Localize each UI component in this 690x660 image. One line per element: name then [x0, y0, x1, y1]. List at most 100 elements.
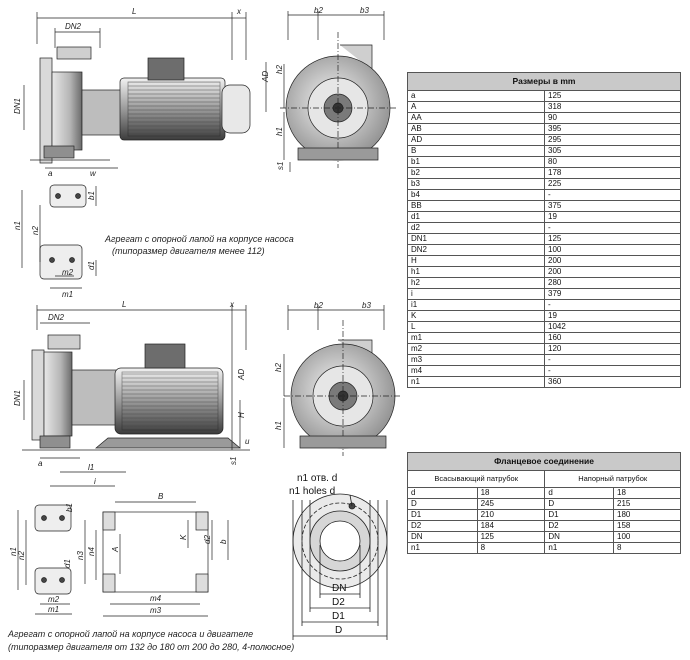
dimensions-title: Размеры в mm — [407, 72, 681, 91]
flange-value: 215 — [613, 498, 681, 510]
label-i: i — [94, 477, 96, 486]
flange-key: D1 — [407, 509, 478, 521]
discharge-header: Напорный патрубок — [544, 470, 681, 488]
label-A: A — [111, 547, 120, 553]
dim-key: AD — [407, 134, 545, 146]
dim-value: 100 — [544, 244, 681, 256]
dim-value: 125 — [544, 90, 681, 102]
dim-value: 379 — [544, 288, 681, 300]
dim-value: - — [544, 299, 681, 311]
flange-key: n1 — [544, 542, 615, 554]
dim-key: b2 — [407, 167, 545, 179]
flange-value: 180 — [613, 509, 681, 521]
table-row: b4- — [407, 189, 681, 201]
dim-value: 1042 — [544, 321, 681, 333]
label-b2: b2 — [314, 6, 323, 15]
flange-title: Фланцевое соединение — [407, 452, 681, 471]
dim-value: - — [544, 222, 681, 234]
label-n3: n3 — [76, 551, 85, 560]
flange-value: 100 — [613, 531, 681, 543]
caption-2-line1: Агрегат с опорной лапой на корпусе насос… — [7, 629, 253, 639]
dim-key: a — [407, 90, 545, 102]
dim-key: AB — [407, 123, 545, 135]
label-h2: h2 — [275, 65, 284, 74]
flange-holes-en: n1 holes d — [289, 486, 335, 497]
label-DN1-2: DN1 — [13, 390, 22, 406]
label-AD: AD — [261, 71, 270, 83]
label-B: B — [158, 492, 164, 501]
label-l1: l1 — [88, 463, 94, 472]
label-s1: s1 — [276, 162, 285, 170]
foot-plan-top — [21, 184, 97, 289]
flange-key: d — [544, 487, 615, 499]
dim-key: AA — [407, 112, 545, 124]
flange-key: D2 — [407, 520, 478, 532]
dim-value: 280 — [544, 277, 681, 289]
dim-key: DN2 — [407, 244, 545, 256]
label-b1: b1 — [87, 191, 96, 200]
flange-key: D1 — [544, 509, 615, 521]
dim-key: d1 — [407, 211, 545, 223]
label-n2-2: n2 — [17, 551, 26, 560]
table-row: m4- — [407, 365, 681, 377]
flange-value: 210 — [476, 509, 546, 521]
dim-value: 395 — [544, 123, 681, 135]
dim-key: B — [407, 145, 545, 157]
side-view-top — [23, 12, 267, 169]
table-row: i1- — [407, 299, 681, 311]
flange-drawing — [292, 493, 388, 640]
label-u: u — [245, 437, 250, 446]
table-row: d2- — [407, 222, 681, 234]
dim-key: i — [407, 288, 545, 300]
label-m2-2: m2 — [48, 595, 60, 604]
label-L-2: L — [122, 300, 126, 309]
flange-label-D2: D2 — [332, 597, 345, 608]
label-x-2: x — [229, 300, 235, 309]
flange-value: 18 — [613, 487, 681, 499]
label-H: H — [237, 412, 246, 418]
label-n4: n4 — [87, 547, 96, 556]
flange-label-D: D — [335, 625, 342, 636]
dim-value: - — [544, 354, 681, 366]
dim-value: 318 — [544, 101, 681, 113]
flange-key: D — [544, 498, 615, 510]
label-b2-2: b2 — [314, 301, 323, 310]
dim-value: 90 — [544, 112, 681, 124]
dim-key: A — [407, 101, 545, 113]
dim-value: 375 — [544, 200, 681, 212]
dim-key: K — [407, 310, 545, 322]
label-b: b — [219, 539, 228, 544]
caption-1-line1: Агрегат с опорной лапой на корпусе насос… — [104, 234, 294, 244]
dim-value: 19 — [544, 211, 681, 223]
dim-value: 160 — [544, 332, 681, 344]
label-x: x — [236, 7, 242, 16]
label-a: a — [48, 169, 53, 178]
label-b3: b3 — [360, 6, 369, 15]
label-h2-2: h2 — [274, 363, 283, 372]
dim-key: b1 — [407, 156, 545, 168]
dim-value: 178 — [544, 167, 681, 179]
dim-key: H — [407, 255, 545, 267]
dim-value: 225 — [544, 178, 681, 190]
table-row: m3- — [407, 354, 681, 366]
dim-key: BB — [407, 200, 545, 212]
flange-value: 245 — [476, 498, 546, 510]
dim-value: 360 — [544, 376, 681, 388]
label-h1: h1 — [275, 127, 284, 136]
label-DN2: DN2 — [65, 22, 82, 31]
